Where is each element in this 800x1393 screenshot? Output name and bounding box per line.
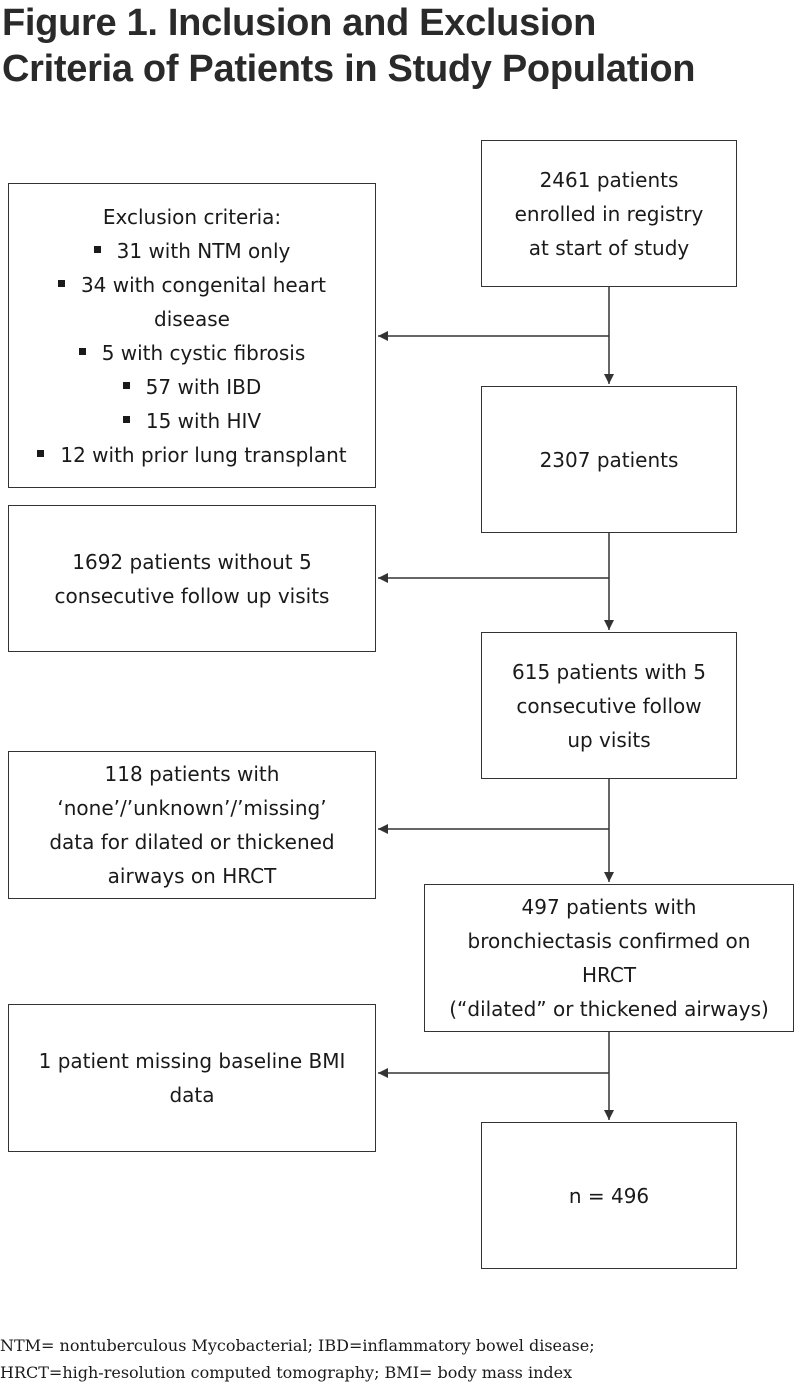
exclusion-criteria-box: Exclusion criteria: 31 with NTM only 34 … <box>8 183 376 488</box>
side-box-bmi: 1 patient missing baseline BMI data <box>8 1004 376 1152</box>
side-box-line: data <box>169 1083 215 1107</box>
footnote-line-2: HRCT=high-resolution computed tomography… <box>0 1363 573 1382</box>
bullet-icon <box>78 347 86 355</box>
main-box-line: at start of study <box>528 235 690 260</box>
side-box-line: 1 patient missing baseline BMI <box>38 1049 346 1073</box>
figure-title-line-1: Figure 1. Inclusion and Exclusion <box>2 2 596 44</box>
side-box-line: data for dilated or thickened <box>49 830 335 854</box>
main-box-line: up visits <box>567 727 651 752</box>
main-box-615: 615 patients with 5 consecutive follow u… <box>481 632 737 779</box>
bullet-icon <box>57 279 65 287</box>
exclusion-item: 15 with HIV <box>37 404 346 438</box>
footnote-line-1: NTM= nontuberculous Mycobacterial; IBD=i… <box>0 1336 595 1355</box>
exclusion-item-text: 12 with prior lung transplant <box>60 442 347 467</box>
exclusion-item-text: 34 with congenital heart <box>80 272 327 297</box>
main-box-line: 2307 patients <box>539 447 679 472</box>
figure-title-line-2: Criteria of Patients in Study Population <box>2 48 696 90</box>
side-box-1692: 1692 patients without 5 consecutive foll… <box>8 505 376 652</box>
main-box-line: 615 patients with 5 <box>512 659 706 684</box>
main-box-line: n = 496 <box>568 1183 650 1208</box>
main-box-line: enrolled in registry <box>514 201 704 226</box>
exclusion-item-text: 15 with HIV <box>145 408 262 433</box>
side-box-line: 1692 patients without 5 <box>72 549 312 574</box>
exclusion-item: 5 with cystic fibrosis <box>37 336 346 370</box>
main-box-line: (“dilated” or thickened airways) <box>449 997 769 1021</box>
main-box-2307: 2307 patients <box>481 386 737 533</box>
side-box-118: 118 patients with ‘none’/’unknown’/’miss… <box>8 751 376 899</box>
exclusion-item-continuation: disease <box>37 302 346 336</box>
exclusion-item-text: 31 with NTM only <box>116 238 291 263</box>
side-box-line: ‘none’/’unknown’/’missing’ <box>57 796 327 820</box>
main-box-line: bronchiectasis confirmed on <box>467 929 751 953</box>
side-box-line: 118 patients with <box>104 762 280 786</box>
exclusion-item-text: disease <box>154 306 230 331</box>
side-box-line: airways on HRCT <box>107 864 277 888</box>
exclusion-heading: Exclusion criteria: <box>102 204 282 229</box>
main-box-enrolled: 2461 patients enrolled in registry at st… <box>481 140 737 287</box>
exclusion-item-text: 57 with IBD <box>145 374 262 399</box>
exclusion-item-text: 5 with cystic fibrosis <box>101 340 306 365</box>
exclusion-item: 57 with IBD <box>37 370 346 404</box>
main-box-line: 2461 patients <box>539 167 679 192</box>
exclusion-list: 31 with NTM only 34 with congenital hear… <box>37 234 347 472</box>
side-box-line: consecutive follow up visits <box>54 583 330 608</box>
bullet-icon <box>37 449 45 457</box>
main-box-line: consecutive follow <box>516 693 702 718</box>
bullet-icon <box>122 415 130 423</box>
main-box-497: 497 patients with bronchiectasis confirm… <box>424 884 794 1032</box>
exclusion-item: 31 with NTM only <box>37 234 346 268</box>
exclusion-item: 12 with prior lung transplant <box>37 438 347 472</box>
footnote: NTM= nontuberculous Mycobacterial; IBD=i… <box>0 1332 800 1386</box>
main-box-line: HRCT <box>581 963 637 987</box>
main-box-final: n = 496 <box>481 1122 737 1269</box>
exclusion-item: 34 with congenital heart <box>37 268 346 302</box>
main-box-line: 497 patients with <box>521 895 697 919</box>
bullet-icon <box>122 381 130 389</box>
figure-title: Figure 1. Inclusion and Exclusion Criter… <box>2 0 798 92</box>
bullet-icon <box>93 245 101 253</box>
